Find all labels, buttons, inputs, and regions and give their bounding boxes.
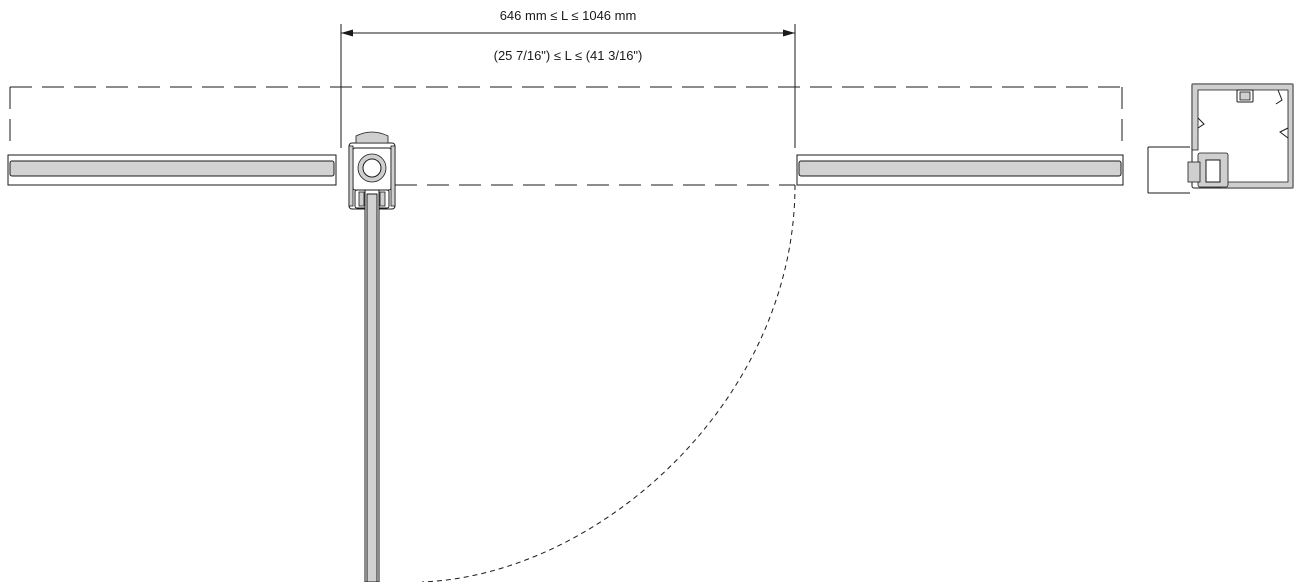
profile-glass-channel-gap	[1205, 159, 1221, 183]
door-leaf	[364, 189, 380, 582]
hinge-top-cap	[355, 131, 389, 144]
profile-seal-block	[1187, 161, 1201, 183]
door-leaf-glass	[366, 193, 378, 582]
dimension-metric-label: 646 mm ≤ L ≤ 1046 mm	[500, 8, 637, 23]
hinge-right-wall	[390, 145, 396, 207]
enclosure-outline	[9, 86, 1123, 186]
width-dimension: 646 mm ≤ L ≤ 1046 mm (25 7/16") ≤ L ≤ (4…	[340, 8, 796, 148]
dimension-imperial-label: (25 7/16") ≤ L ≤ (41 3/16")	[494, 48, 643, 63]
right-fixed-panel	[796, 154, 1124, 186]
right-panel-glass	[798, 160, 1122, 177]
hinge-glass-clamp-right	[379, 191, 386, 207]
left-panel-glass	[9, 160, 335, 177]
left-arrowhead	[341, 29, 353, 37]
pivot-inner-ring	[362, 158, 382, 178]
profile-section-outline	[1191, 83, 1294, 189]
profile-top-clip-inner	[1239, 91, 1251, 101]
profile-lower-tab	[1279, 127, 1289, 139]
hinge-glass-clamp-left	[358, 191, 365, 207]
profile-left-hook	[1197, 117, 1205, 129]
door-swing-arc	[421, 184, 796, 582]
hinge-left-wall	[348, 145, 354, 207]
wall-profile-detail	[1147, 83, 1294, 194]
profile-upper-tab	[1275, 89, 1283, 105]
right-arrowhead	[783, 29, 795, 37]
left-fixed-panel	[7, 154, 337, 186]
